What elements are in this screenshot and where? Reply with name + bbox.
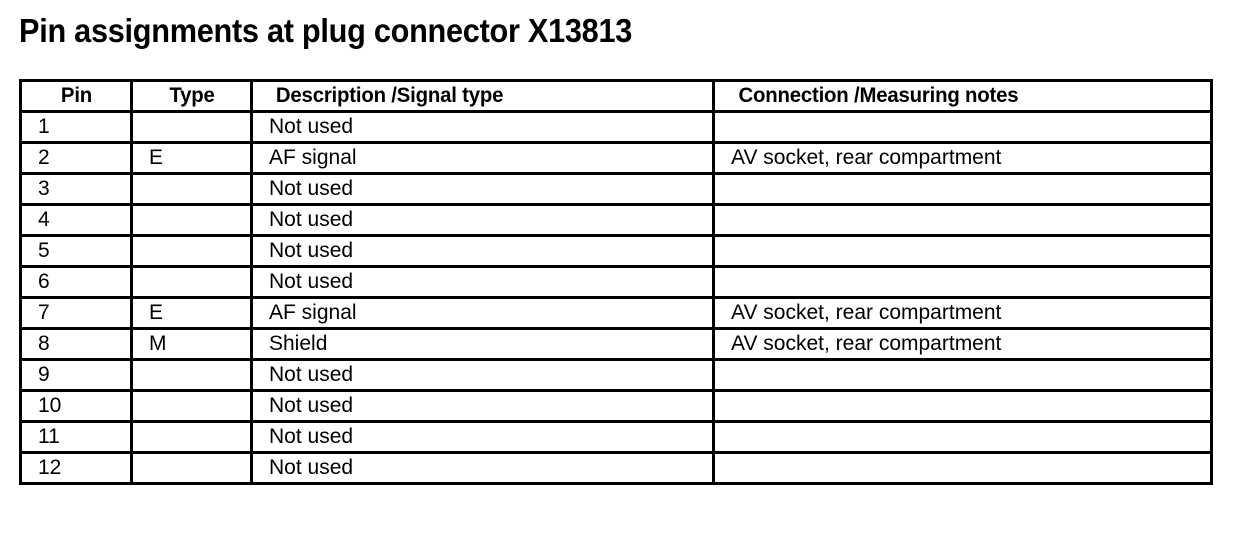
table-row: 10 Not used xyxy=(19,389,1213,423)
table-row: 5 Not used xyxy=(19,234,1213,268)
cell-description: Not used xyxy=(250,420,715,454)
cell-connection xyxy=(712,389,1213,423)
cell-description: Not used xyxy=(250,451,715,485)
cell-type xyxy=(130,358,253,392)
cell-description: Not used xyxy=(250,110,715,144)
table-row: 4 Not used xyxy=(19,203,1213,237)
cell-type: M xyxy=(130,327,253,361)
cell-pin: 10 xyxy=(19,389,133,423)
cell-pin: 7 xyxy=(19,296,133,330)
cell-pin: 8 xyxy=(19,327,133,361)
cell-description: Not used xyxy=(250,389,715,423)
cell-type xyxy=(130,110,253,144)
cell-pin: 2 xyxy=(19,141,133,175)
cell-pin: 6 xyxy=(19,265,133,299)
cell-type xyxy=(130,451,253,485)
cell-pin: 9 xyxy=(19,358,133,392)
cell-connection xyxy=(712,265,1213,299)
column-header-type: Type xyxy=(131,79,252,113)
cell-description: AF signal xyxy=(250,141,715,175)
cell-connection xyxy=(712,420,1213,454)
pin-assignment-table: Pin Type Description /Signal type Connec… xyxy=(19,79,1213,485)
cell-type: E xyxy=(130,296,253,330)
table-row: 12 Not used xyxy=(19,451,1213,485)
column-header-pin: Pin xyxy=(20,79,132,113)
table-header-row: Pin Type Description /Signal type Connec… xyxy=(20,79,1212,113)
cell-pin: 1 xyxy=(19,110,133,144)
column-header-connection: Connection /Measuring notes xyxy=(719,79,1206,113)
cell-connection xyxy=(712,358,1213,392)
cell-description: Shield xyxy=(250,327,715,361)
cell-type xyxy=(130,265,253,299)
cell-type xyxy=(130,420,253,454)
table-row: 1 Not used xyxy=(19,110,1213,144)
cell-connection xyxy=(712,172,1213,206)
cell-type xyxy=(130,389,253,423)
table-row: 3 Not used xyxy=(19,172,1213,206)
table-row: 9 Not used xyxy=(19,358,1213,392)
cell-connection: AV socket, rear compartment xyxy=(712,296,1213,330)
cell-description: AF signal xyxy=(250,296,715,330)
cell-connection xyxy=(712,203,1213,237)
table-row: 6 Not used xyxy=(19,265,1213,299)
cell-description: Not used xyxy=(250,265,715,299)
pin-assignment-table-container: Pin Type Description /Signal type Connec… xyxy=(19,79,1213,485)
cell-pin: 5 xyxy=(19,234,133,268)
cell-pin: 12 xyxy=(19,451,133,485)
cell-pin: 11 xyxy=(19,420,133,454)
cell-description: Not used xyxy=(250,358,715,392)
table-header: Pin Type Description /Signal type Connec… xyxy=(20,79,1212,113)
cell-description: Not used xyxy=(250,234,715,268)
cell-type xyxy=(130,172,253,206)
cell-connection: AV socket, rear compartment xyxy=(712,141,1213,175)
cell-connection: AV socket, rear compartment xyxy=(712,327,1213,361)
cell-pin: 3 xyxy=(19,172,133,206)
cell-connection xyxy=(712,451,1213,485)
cell-description: Not used xyxy=(250,172,715,206)
cell-connection xyxy=(712,234,1213,268)
cell-type xyxy=(130,234,253,268)
page-title: Pin assignments at plug connector X13813 xyxy=(19,12,633,49)
cell-pin: 4 xyxy=(19,203,133,237)
cell-connection xyxy=(712,110,1213,144)
cell-type: E xyxy=(130,141,253,175)
column-header-description: Description /Signal type xyxy=(256,79,709,113)
table-row: 11 Not used xyxy=(19,420,1213,454)
cell-description: Not used xyxy=(250,203,715,237)
cell-type xyxy=(130,203,253,237)
